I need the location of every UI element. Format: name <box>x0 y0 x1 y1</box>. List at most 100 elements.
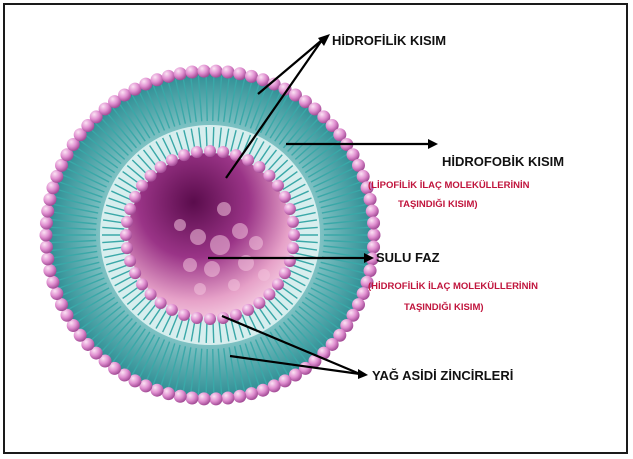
core-molecule <box>232 223 248 239</box>
core-molecule <box>228 279 240 291</box>
label-hydrophobic-note-2: TAŞINDIĞI KISIM) <box>398 198 478 210</box>
outer-head-group <box>209 392 222 405</box>
outer-head-group <box>40 240 53 253</box>
outer-head-group <box>186 392 199 405</box>
label-aqueous-note-2: TAŞINDIĞI KISIM) <box>404 301 484 313</box>
outer-head-group <box>41 205 54 218</box>
outer-head-group <box>40 229 53 242</box>
outer-head-group <box>151 384 164 397</box>
inner-head-group <box>288 229 300 241</box>
outer-head-group <box>162 70 175 83</box>
outer-head-group <box>186 65 199 78</box>
outer-head-group <box>174 390 187 403</box>
core-molecule <box>194 283 206 295</box>
outer-head-group <box>198 65 211 78</box>
core-molecule <box>204 261 220 277</box>
label-aqueous-note-1: (HİDROFİLİK İLAÇ MOLEKÜLLERİNİN <box>368 281 538 292</box>
label-hydrophobic: HİDROFOBİK KISIM <box>442 154 564 169</box>
outer-head-group <box>139 78 152 91</box>
inner-head-group <box>136 180 148 192</box>
inner-head-group <box>217 146 229 158</box>
fatty-acid-tail <box>213 127 214 149</box>
outer-head-group <box>209 65 222 78</box>
outer-head-group <box>268 379 281 392</box>
outer-head-group <box>221 392 234 405</box>
inner-head-group <box>145 288 157 300</box>
inner-head-group <box>287 242 299 254</box>
arrowhead-fatty-acid <box>358 369 368 379</box>
inner-head-group <box>204 145 216 157</box>
outer-head-group <box>233 67 246 80</box>
inner-head-group <box>120 229 132 241</box>
outer-head-group <box>245 387 258 400</box>
inner-head-group <box>191 146 203 158</box>
outer-head-group <box>245 70 258 83</box>
inner-head-group <box>121 216 133 228</box>
inner-head-group <box>121 242 133 254</box>
outer-head-group <box>233 390 246 403</box>
outer-head-group <box>198 392 211 405</box>
label-fatty-acid-chains: YAĞ ASİDİ ZİNCİRLERİ <box>372 368 513 383</box>
outer-head-group <box>43 264 56 277</box>
inner-head-group <box>263 170 275 182</box>
outer-head-group <box>46 181 59 194</box>
core-molecule <box>174 219 186 231</box>
fatty-acid-tail <box>206 321 207 343</box>
core-molecule <box>190 229 206 245</box>
core-molecule <box>217 202 231 216</box>
inner-head-group <box>166 304 178 316</box>
fatty-acid-tail <box>213 321 214 343</box>
outer-head-group <box>368 229 381 242</box>
outer-head-group <box>174 67 187 80</box>
inner-head-group <box>178 309 190 321</box>
arrowhead-hydrophobic <box>428 139 438 149</box>
inner-head-group <box>279 267 291 279</box>
fatty-acid-tail <box>206 127 207 149</box>
outer-head-group <box>364 193 377 206</box>
inner-head-group <box>145 170 157 182</box>
inner-head-group <box>284 255 296 267</box>
core-molecule <box>183 258 197 272</box>
inner-head-group <box>272 180 284 192</box>
inner-head-group <box>129 267 141 279</box>
liposome <box>40 65 381 406</box>
inner-head-group <box>279 191 291 203</box>
outer-head-group <box>366 205 379 218</box>
inner-head-group <box>263 288 275 300</box>
inner-head-group <box>155 161 167 173</box>
inner-head-group <box>253 297 265 309</box>
outer-head-group <box>151 73 164 86</box>
inner-head-group <box>272 278 284 290</box>
inner-head-group <box>204 313 216 325</box>
outer-head-group <box>40 217 53 230</box>
outer-head-group <box>256 384 269 397</box>
inner-head-group <box>287 216 299 228</box>
core-molecule <box>249 236 263 250</box>
outer-head-group <box>43 193 56 206</box>
inner-head-group <box>178 149 190 161</box>
outer-head-group <box>41 252 54 265</box>
inner-head-group <box>124 203 136 215</box>
inner-head-group <box>284 203 296 215</box>
outer-head-group <box>50 287 63 300</box>
core-molecule <box>258 269 270 281</box>
inner-head-group <box>155 297 167 309</box>
inner-head-group <box>242 154 254 166</box>
inner-head-group <box>136 278 148 290</box>
core-molecule <box>210 235 230 255</box>
outer-head-group <box>162 387 175 400</box>
outer-head-group <box>221 65 234 78</box>
inner-head-group <box>242 304 254 316</box>
outer-head-group <box>256 73 269 86</box>
label-hydrophobic-note-1: (LİPOFİLİK İLAÇ MOLEKÜLLERİNİN <box>368 180 530 191</box>
inner-head-group <box>129 191 141 203</box>
inner-head-group <box>191 312 203 324</box>
outer-head-group <box>46 276 59 289</box>
label-hydrophilic: HİDROFİLİK KISIM <box>332 33 446 48</box>
outer-head-group <box>367 217 380 230</box>
inner-head-group <box>253 161 265 173</box>
inner-head-group <box>166 154 178 166</box>
outer-head-group <box>364 264 377 277</box>
label-aqueous-phase: SULU FAZ <box>376 250 440 265</box>
